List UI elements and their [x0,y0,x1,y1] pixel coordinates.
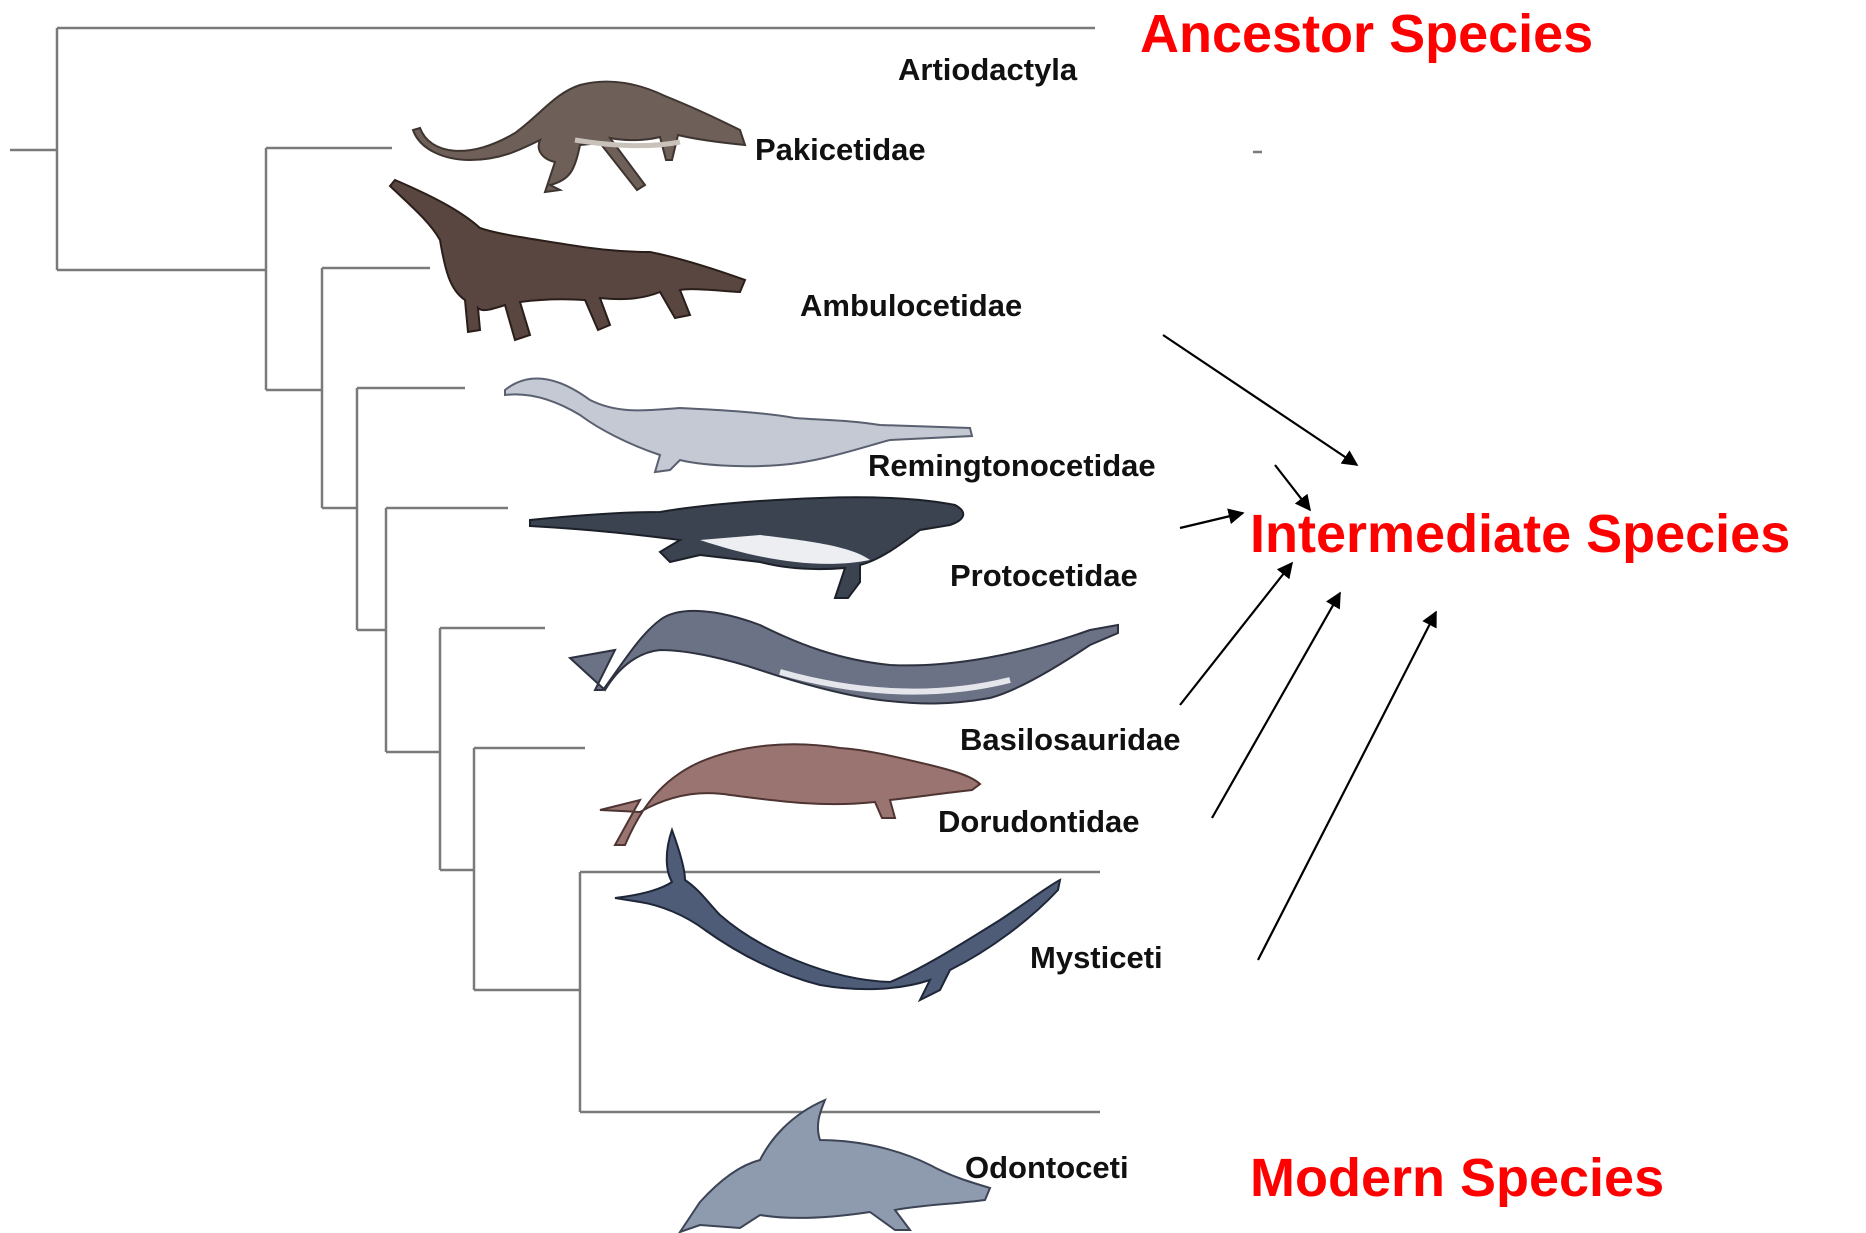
protocetus-icon [530,497,963,598]
taxon-label-remingtonocetidae: Remingtonocetidae [868,448,1156,483]
arrow-from-ambulocetidae [1163,335,1357,465]
modern-species-label: Modern Species [1250,1148,1664,1208]
ancestor-species-label: Ancestor Species [1140,4,1593,64]
arrow-from-mysticeti [1258,612,1436,960]
basilosaurus-icon [570,611,1118,704]
taxon-label-mysticeti: Mysticeti [1030,940,1163,975]
taxon-labels: Artiodactyla Pakicetidae Ambulocetidae R… [755,52,1181,1185]
category-labels: Ancestor Species Intermediate Species Mo… [1140,4,1790,1208]
arrow-from-basilosauridae [1180,563,1292,705]
pointer-arrows [1163,335,1436,960]
taxon-label-pakicetidae: Pakicetidae [755,132,926,167]
taxon-label-dorudontidae: Dorudontidae [938,804,1140,839]
dolphin-icon [680,1100,990,1232]
pakicetus-icon [413,82,745,192]
taxon-label-artiodactyla: Artiodactyla [898,52,1078,87]
dorudon-icon [600,744,980,845]
arrow-from-protocetidae [1180,513,1243,528]
ambulocetus-icon [390,180,745,340]
intermediate-species-label: Intermediate Species [1250,504,1790,564]
taxon-label-protocetidae: Protocetidae [950,558,1138,593]
baleen-whale-icon [615,830,1060,1000]
taxon-label-ambulocetidae: Ambulocetidae [800,288,1022,323]
arrow-from-dorudontidae [1212,593,1340,818]
taxon-label-odontoceti: Odontoceti [965,1150,1129,1185]
taxon-label-basilosauridae: Basilosauridae [960,722,1181,757]
